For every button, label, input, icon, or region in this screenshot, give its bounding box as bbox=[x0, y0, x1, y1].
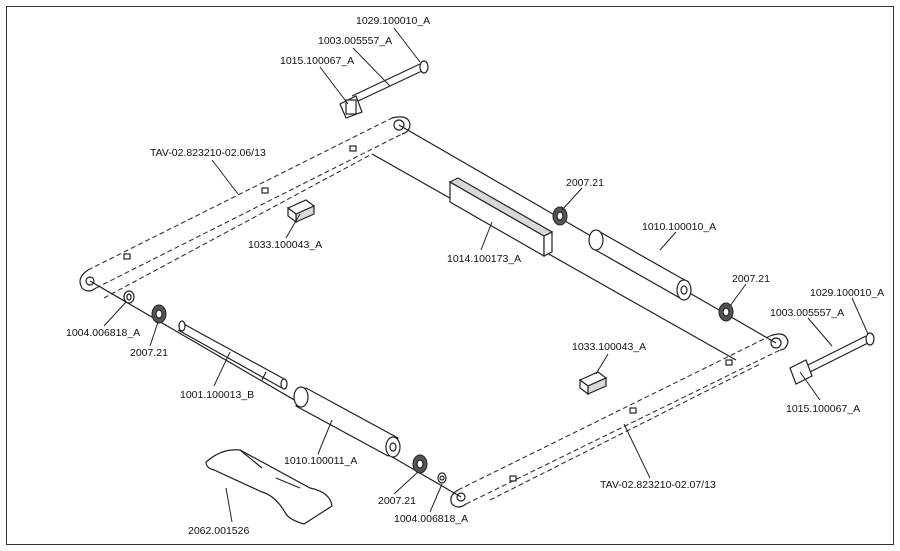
rail-slot bbox=[261, 187, 269, 194]
shaft bbox=[177, 320, 288, 390]
pin-cap-top bbox=[419, 60, 429, 74]
diagram-frame bbox=[6, 6, 894, 545]
label-bearing-left: 2007.21 bbox=[130, 347, 168, 359]
bearing-left bbox=[151, 304, 167, 324]
left-rail bbox=[79, 116, 411, 299]
label-top-pin-cap: 1029.100010_A bbox=[356, 15, 430, 27]
label-bearing-top: 2007.21 bbox=[566, 177, 604, 189]
bearing-top bbox=[552, 206, 568, 226]
roller-bottom bbox=[293, 386, 401, 458]
clip-left bbox=[286, 199, 316, 224]
label-bearing-mid-right: 2007.21 bbox=[732, 273, 770, 285]
right-pin-group bbox=[789, 332, 875, 385]
top-pin-group bbox=[339, 60, 429, 119]
clip-right bbox=[578, 371, 608, 396]
right-rail bbox=[450, 333, 789, 508]
washer-left bbox=[123, 290, 135, 304]
label-washer-left: 1004.006818_A bbox=[66, 327, 140, 339]
belt bbox=[205, 449, 333, 525]
rail-slot bbox=[509, 475, 517, 482]
label-rail-left: TAV-02.823210-02.06/13 bbox=[150, 147, 266, 159]
label-bearing-bottom: 2007.21 bbox=[378, 495, 416, 507]
rail-slot bbox=[725, 359, 733, 366]
label-right-pin: 1003.005557_A bbox=[770, 307, 844, 319]
bracket-right bbox=[789, 359, 813, 385]
rail-slot bbox=[349, 145, 357, 152]
label-top-pin: 1003.005557_A bbox=[318, 35, 392, 47]
bearing-mid-right bbox=[718, 302, 734, 322]
label-roller-top: 1010.100010_A bbox=[642, 221, 716, 233]
label-clip-right: 1033.100043_A bbox=[572, 341, 646, 353]
pin-cap-right bbox=[865, 332, 875, 346]
flat-bar bbox=[448, 177, 554, 258]
label-right-bracket: 1015.100067_A bbox=[786, 403, 860, 415]
rail-slot bbox=[123, 253, 131, 260]
callout-labels: 1029.100010_A 1003.005557_A 1015.100067_… bbox=[66, 15, 884, 537]
label-rail-right: TAV-02.823210-02.07/13 bbox=[600, 479, 716, 491]
label-roller-bottom: 1010.100011_A bbox=[284, 455, 357, 467]
label-right-pin-cap: 1029.100010_A bbox=[810, 287, 884, 299]
assembly-axis-lines bbox=[89, 124, 777, 498]
rail-slot bbox=[629, 407, 637, 414]
label-belt: 2062.001526 bbox=[188, 525, 249, 537]
roller-top bbox=[588, 229, 692, 301]
washer-bottom bbox=[437, 472, 447, 484]
bearing-bottom bbox=[412, 454, 428, 474]
label-bar-flat: 1014.100173_A bbox=[447, 253, 521, 265]
label-clip-left: 1033.100043_A bbox=[248, 239, 322, 251]
label-shaft: 1001.100013_B bbox=[180, 389, 254, 401]
leader-lines bbox=[103, 27, 869, 523]
label-top-bracket: 1015.100067_A bbox=[280, 55, 354, 67]
label-washer-bottom: 1004.006818_A bbox=[394, 513, 468, 525]
